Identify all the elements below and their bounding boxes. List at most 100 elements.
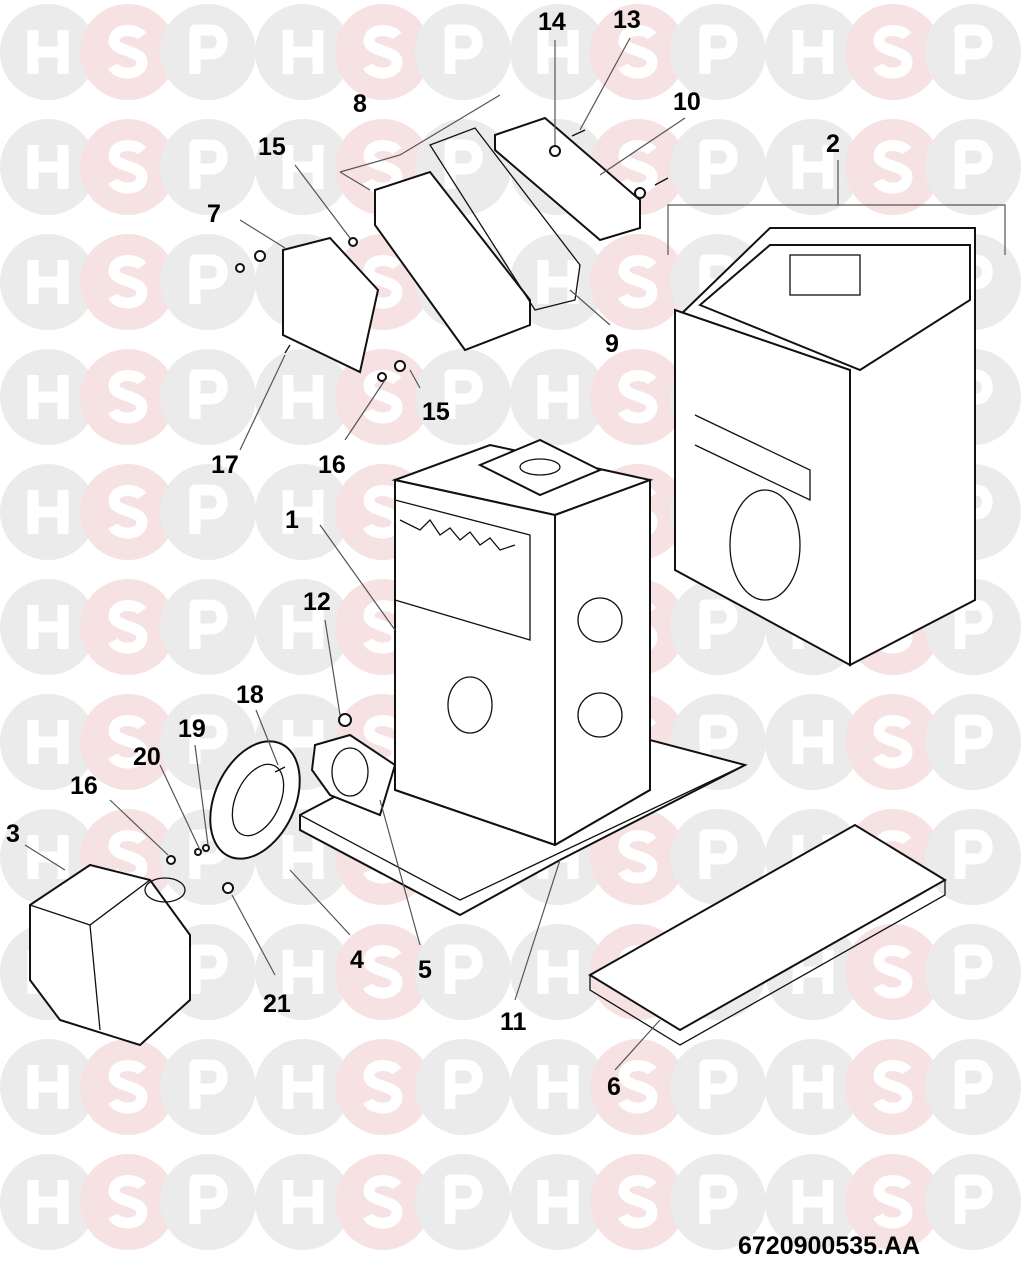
watermark-letter-glyph <box>27 30 69 74</box>
watermark-letter-glyph <box>108 1060 148 1114</box>
part-label-6: 6 <box>607 1073 621 1101</box>
part-11-base-plate <box>299 738 748 917</box>
watermark-letter-glyph <box>108 370 148 424</box>
watermark-letter-glyph <box>363 485 403 539</box>
watermark-letter-glyph <box>363 1175 403 1229</box>
watermark-letter-glyph <box>27 490 69 534</box>
part-2-casing-panel <box>674 227 976 667</box>
part-10-insulation-plate <box>494 116 641 242</box>
watermark-letter-glyph <box>27 605 69 649</box>
watermark-letter-glyph <box>444 1174 483 1224</box>
watermark-letter-glyph <box>699 714 738 764</box>
watermark-letter-glyph <box>363 25 403 79</box>
watermark-letter-glyph <box>699 1174 738 1224</box>
watermark-letter-glyph <box>537 30 579 74</box>
part-label-12: 12 <box>303 588 331 616</box>
part-label-8: 8 <box>353 90 367 118</box>
part-label-19: 19 <box>178 715 206 743</box>
part-label-16-left: 16 <box>70 772 98 800</box>
watermark-letter-glyph <box>618 25 658 79</box>
part-label-18: 18 <box>236 681 264 709</box>
watermark-letter-glyph <box>282 605 324 649</box>
watermark-letter-glyph <box>108 600 148 654</box>
part-label-1: 1 <box>285 506 299 534</box>
watermark-letter-glyph <box>792 1180 834 1224</box>
watermark-letter-glyph <box>792 30 834 74</box>
watermark-letter-glyph <box>282 1065 324 1109</box>
fasteners <box>166 129 669 894</box>
watermark-letter-glyph <box>282 145 324 189</box>
watermark-letter-glyph <box>444 139 483 189</box>
drawing-reference-number: 6720900535.AA <box>738 1232 920 1260</box>
watermark-letter-glyph <box>537 375 579 419</box>
watermark-letter-glyph <box>282 950 324 994</box>
watermark-letter-glyph <box>282 30 324 74</box>
watermark-letter-glyph <box>27 835 69 879</box>
part-8-inspection-plate <box>374 170 531 352</box>
part-label-17: 17 <box>211 451 239 479</box>
watermark-letter-glyph <box>27 145 69 189</box>
watermark-letter-glyph <box>873 1060 913 1114</box>
watermark-letter-glyph <box>108 25 148 79</box>
leader-lines <box>24 37 1006 1071</box>
watermark-letter-glyph <box>189 484 228 534</box>
watermark-letter-glyph <box>618 830 658 884</box>
watermark-letter-glyph <box>189 369 228 419</box>
part-label-16-top: 16 <box>318 451 346 479</box>
watermark-letter-glyph <box>444 24 483 74</box>
watermark-letter-glyph <box>954 254 993 304</box>
watermark-letter-glyph <box>954 369 993 419</box>
watermark-letter-glyph <box>189 1174 228 1224</box>
watermark-letter-glyph <box>189 24 228 74</box>
part-7-cover <box>282 236 380 374</box>
part-label-21: 21 <box>263 990 291 1018</box>
watermark-letter-glyph <box>699 139 738 189</box>
watermark-letter-glyph <box>108 715 148 769</box>
watermark-letter-glyph <box>873 25 913 79</box>
watermark-letter-glyph <box>282 835 324 879</box>
part-label-3: 3 <box>6 820 20 848</box>
watermark-letter-glyph <box>699 24 738 74</box>
watermark-letter-glyph <box>282 375 324 419</box>
watermark-letter-glyph <box>537 1065 579 1109</box>
watermark-letter-glyph <box>954 1174 993 1224</box>
watermark-letter-glyph <box>954 714 993 764</box>
watermark-letter-glyph <box>108 485 148 539</box>
watermark-letter-glyph <box>699 1059 738 1109</box>
watermark-letter-glyph <box>282 1180 324 1224</box>
part-4-flange <box>209 740 301 860</box>
watermark-letter-glyph <box>189 714 228 764</box>
watermark-letter-glyph <box>282 490 324 534</box>
watermark-letter-glyph <box>954 599 993 649</box>
watermark-letter-glyph <box>618 1060 658 1114</box>
watermark-letter-glyph <box>792 145 834 189</box>
part-6-insulation-board <box>588 823 947 1046</box>
watermark-letter-glyph <box>873 945 913 999</box>
watermark-letter-glyph <box>537 950 579 994</box>
watermark-letter-glyph <box>954 1059 993 1109</box>
watermark-letter-glyph <box>189 139 228 189</box>
part-label-4: 4 <box>350 946 364 974</box>
watermark-letter-glyph <box>108 1175 148 1229</box>
watermark-letter-glyph <box>792 1065 834 1109</box>
watermark-letter-glyph <box>444 944 483 994</box>
part-label-20: 20 <box>133 743 161 771</box>
part-3-burner <box>29 863 191 1047</box>
part-label-10: 10 <box>673 88 701 116</box>
watermark-letter-glyph <box>363 600 403 654</box>
watermark-letter-glyph <box>444 369 483 419</box>
watermark-letter-glyph <box>792 720 834 764</box>
watermark-letter-glyph <box>189 944 228 994</box>
watermark-letter-glyph <box>27 720 69 764</box>
watermark-letter-glyph <box>27 375 69 419</box>
watermark-letter-glyph <box>954 139 993 189</box>
watermark-letter-glyph <box>27 1065 69 1109</box>
part-label-15-right: 15 <box>422 398 450 426</box>
watermark-letter-glyph <box>537 1180 579 1224</box>
watermark-letter-glyph <box>618 370 658 424</box>
watermark-letter-glyph <box>27 260 69 304</box>
watermark-letter-glyph <box>444 1059 483 1109</box>
watermark-letter-glyph <box>363 945 403 999</box>
